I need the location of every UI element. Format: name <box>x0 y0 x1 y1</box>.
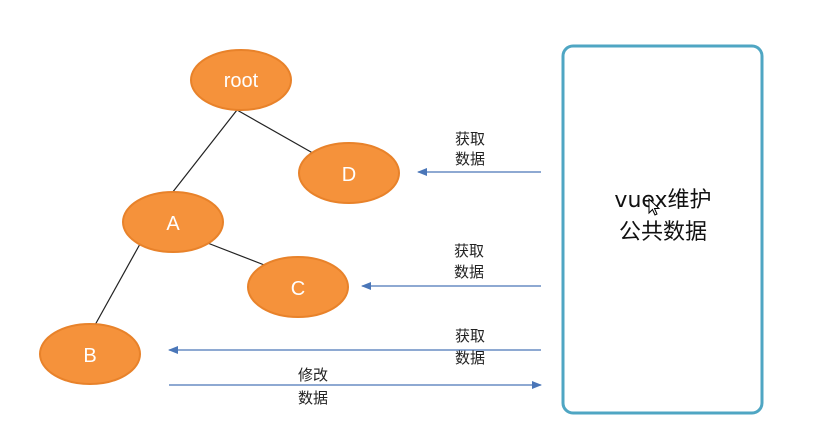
arrow-get-data-b: 获取 数据 <box>168 327 541 367</box>
arrow-label-get-b-2: 数据 <box>455 349 485 367</box>
arrow-label-get-c-2: 数据 <box>454 263 484 281</box>
arrow-label-get-b-1: 获取 <box>455 327 485 345</box>
tree-edges <box>94 109 319 326</box>
arrow-get-data-d: 获取 数据 <box>417 130 541 176</box>
arrow-label-modify-2: 数据 <box>298 389 328 407</box>
arrow-modify-data: 修改 数据 <box>169 366 542 407</box>
arrow-label-modify-1: 修改 <box>298 366 328 384</box>
tree-node-c: C <box>247 256 349 318</box>
node-label-root: root <box>224 70 259 92</box>
arrow-label-get-d-1: 获取 <box>455 130 485 148</box>
node-label-d: D <box>342 164 356 186</box>
arrow-label-get-c-1: 获取 <box>454 242 484 260</box>
node-label-a: A <box>166 213 180 235</box>
tree-node-a: A <box>122 191 224 253</box>
tree-node-d: D <box>298 142 400 204</box>
mouse-cursor-icon <box>648 197 661 216</box>
store-title-line1: vuex维护 <box>614 188 711 213</box>
node-label-b: B <box>83 345 96 367</box>
tree-node-b: B <box>39 323 141 385</box>
store-title-line2: 公共数据 <box>619 220 707 245</box>
edge-a-c <box>204 241 273 269</box>
arrow-label-get-d-2: 数据 <box>455 150 485 168</box>
edge-root-a <box>171 109 238 194</box>
vuex-store-box: vuex维护 公共数据 <box>561 44 764 415</box>
tree-node-root: root <box>190 49 292 111</box>
node-label-c: C <box>291 278 305 300</box>
arrow-get-data-c: 获取 数据 <box>361 242 541 290</box>
edge-root-d <box>236 109 319 157</box>
edge-a-b <box>94 243 141 326</box>
